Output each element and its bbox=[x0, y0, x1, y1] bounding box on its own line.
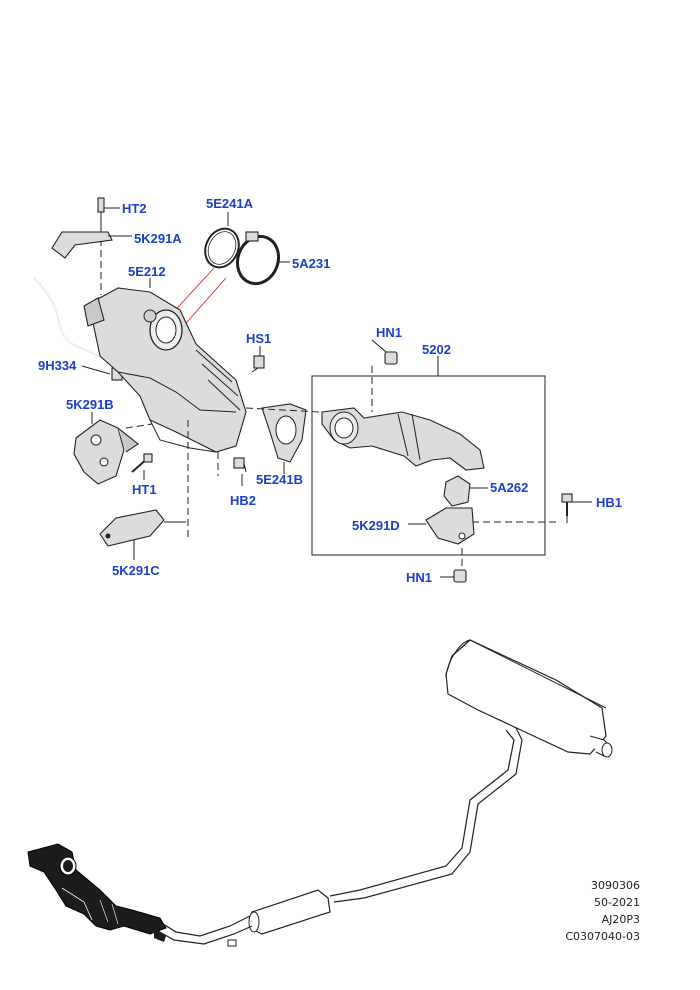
callout-hs1: HS1 bbox=[246, 331, 271, 346]
callout-5a262: 5A262 bbox=[490, 480, 528, 495]
bracket-5k291b bbox=[73, 412, 139, 485]
callout-5k291b: 5K291B bbox=[66, 397, 114, 412]
callout-5e241a: 5E241A bbox=[206, 196, 254, 211]
align-3 bbox=[245, 407, 321, 413]
bolt-hb2 bbox=[233, 457, 247, 486]
callout-5e212: 5E212 bbox=[128, 264, 166, 279]
callout-5k291d: 5K291D bbox=[352, 518, 400, 533]
callout-5k291c: 5K291C bbox=[112, 563, 160, 578]
assembly-box-5202 bbox=[311, 375, 546, 556]
nut-hn1-top bbox=[371, 339, 398, 365]
callout-hb2: HB2 bbox=[230, 493, 256, 508]
heatshield-5k291c bbox=[99, 509, 186, 560]
callout-5a231: 5A231 bbox=[292, 256, 330, 271]
callout-5e241b: 5E241B bbox=[256, 472, 303, 487]
bolt-hb1 bbox=[561, 493, 592, 524]
gasket-5e241a bbox=[204, 212, 240, 269]
callout-hn1-bottom: HN1 bbox=[406, 570, 432, 585]
reference-line-2: 50-2021 bbox=[594, 896, 640, 909]
exhaust-system-overview bbox=[27, 639, 613, 947]
reference-block: 3090306 50-2021 AJ20P3 C0307040-03 bbox=[565, 877, 640, 945]
converter-5e212 bbox=[83, 278, 247, 453]
callout-ht1: HT1 bbox=[132, 482, 157, 497]
callout-ht2: HT2 bbox=[122, 201, 147, 216]
downpipe-5202 bbox=[321, 407, 485, 471]
reference-line-3: AJ20P3 bbox=[601, 913, 640, 926]
leader-red-b bbox=[179, 277, 227, 331]
reference-line-4: C0307040-03 bbox=[565, 930, 640, 943]
stud-ht1 bbox=[131, 453, 153, 480]
callout-hb1: HB1 bbox=[596, 495, 622, 510]
insulator-5a262 bbox=[443, 475, 488, 507]
align-4 bbox=[125, 423, 153, 429]
reference-line-1: 3090306 bbox=[591, 879, 640, 892]
callout-5202: 5202 bbox=[422, 342, 451, 357]
callout-5k291a: 5K291A bbox=[134, 231, 182, 246]
clamp-5a231 bbox=[235, 231, 290, 286]
bracket-5k291a bbox=[51, 231, 132, 259]
gasket-5e241b bbox=[261, 403, 307, 474]
sensor-ht2 bbox=[97, 197, 120, 228]
bracket-5k291d bbox=[408, 507, 475, 545]
callout-9h334: 9H334 bbox=[38, 358, 77, 373]
nut-hn1-bottom bbox=[440, 548, 467, 583]
screw-hs1 bbox=[251, 346, 265, 373]
callout-hn1-top: HN1 bbox=[376, 325, 402, 340]
